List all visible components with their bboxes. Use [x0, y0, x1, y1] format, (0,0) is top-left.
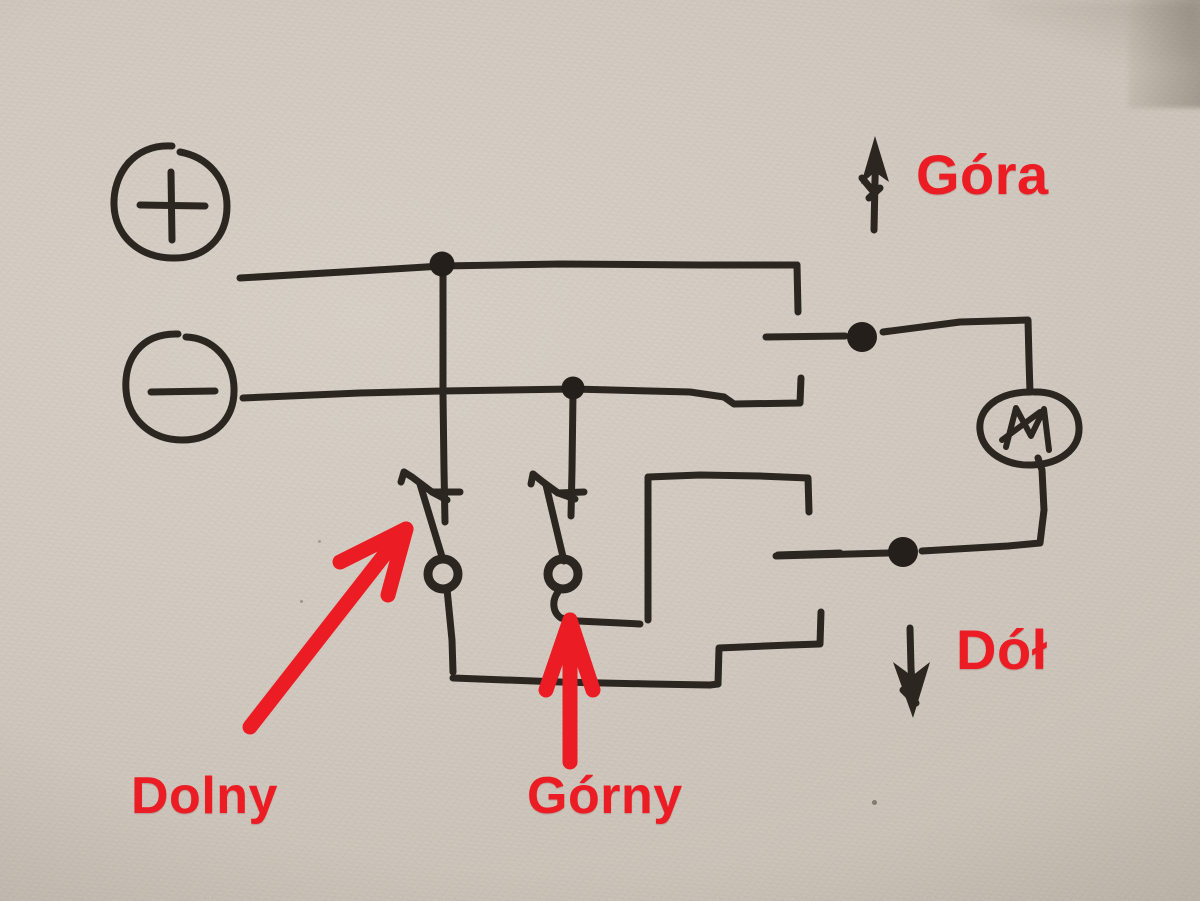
pivot-dot-dolny [423, 554, 463, 594]
corner-shadow [990, 0, 1200, 60]
minus-terminal-symbol [122, 330, 238, 444]
contact-upper-right-group[interactable] [762, 316, 1034, 396]
junction-dot-plus-rail [429, 251, 455, 277]
switch-gorny[interactable] [527, 470, 644, 628]
positive-supply-rail [236, 260, 802, 316]
negative-supply-rail [239, 374, 805, 408]
wire-crossover-u [644, 471, 813, 624]
label-gora: Góra [916, 143, 1049, 206]
red-arrow-dolny-icon [242, 521, 414, 735]
paper-speck [300, 600, 303, 603]
contact-dot-lower-right [888, 537, 918, 567]
red-arrow-gorny-icon [538, 612, 601, 770]
contact-dot-upper-right [847, 322, 877, 352]
wire-bottom-return [449, 608, 825, 689]
arrow-down-icon [893, 624, 930, 718]
junction-dot-minus-rail [561, 376, 585, 400]
label-dolny: Dolny [131, 767, 278, 825]
paper-speck [318, 540, 321, 543]
motor-symbol [976, 388, 1083, 469]
paper-edge-shadow [1128, 0, 1200, 108]
plus-terminal-symbol [110, 142, 231, 262]
label-dol: Dół [956, 618, 1048, 681]
contact-lower-right-group[interactable] [772, 454, 1048, 567]
pivot-dot-gorny [543, 554, 583, 594]
paper-speck [872, 800, 877, 805]
label-gorny: Górny [527, 767, 683, 825]
arrow-up-icon [858, 136, 889, 234]
switch-dolny[interactable] [397, 468, 464, 676]
wire-plus-to-lower-switch [439, 266, 449, 526]
